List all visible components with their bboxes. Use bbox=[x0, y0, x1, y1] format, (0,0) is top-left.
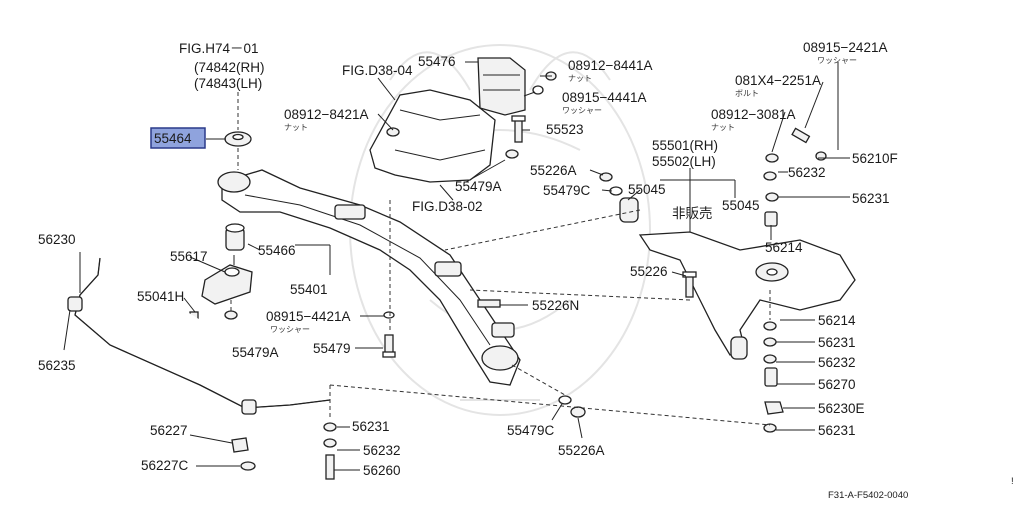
bracket-56227c[interactable] bbox=[240, 461, 256, 471]
label-nut-2: ナット bbox=[284, 123, 308, 132]
label-55523[interactable]: 55523 bbox=[546, 122, 584, 137]
label-56214-top[interactable]: 56214 bbox=[765, 240, 803, 255]
label-fig-d38-02[interactable]: FIG.D38-02 bbox=[412, 199, 483, 214]
label-08912-8421a[interactable]: 08912−8421A bbox=[284, 107, 368, 122]
label-washer-2: ワッシャー bbox=[817, 56, 857, 65]
label-08915-4441a[interactable]: 08915−4441A bbox=[562, 90, 646, 105]
nut-55226a-bottom[interactable] bbox=[570, 406, 586, 418]
label-55479[interactable]: 55479 bbox=[313, 341, 351, 356]
label-08915-4421a[interactable]: 08915−4421A bbox=[266, 309, 350, 324]
leader-lines bbox=[63, 61, 850, 471]
washer-08915-4421a[interactable] bbox=[383, 311, 395, 319]
label-56260[interactable]: 56260 bbox=[363, 463, 401, 478]
differential-housing bbox=[369, 89, 496, 183]
label-74843[interactable]: (74843(LH) bbox=[194, 76, 262, 91]
label-55045-left[interactable]: 55045 bbox=[628, 182, 666, 197]
bushing-55045-left[interactable] bbox=[619, 197, 639, 223]
label-55479a-top[interactable]: 55479A bbox=[455, 179, 502, 194]
bolt-55226[interactable] bbox=[682, 271, 697, 298]
label-55226[interactable]: 55226 bbox=[630, 264, 668, 279]
label-56232-mid[interactable]: 56232 bbox=[818, 355, 856, 370]
label-56230e[interactable]: 56230E bbox=[818, 401, 865, 416]
bracket-56227[interactable] bbox=[231, 437, 249, 453]
label-55502[interactable]: 55502(LH) bbox=[652, 154, 716, 169]
edge-mark: ! bbox=[1011, 476, 1014, 487]
label-washer-1: ワッシャー bbox=[562, 106, 602, 115]
label-56227c[interactable]: 56227C bbox=[141, 458, 189, 473]
label-56231-mid[interactable]: 56231 bbox=[818, 335, 856, 350]
label-55479c-top[interactable]: 55479C bbox=[543, 183, 591, 198]
part-labels: FIG.H74－01 (74842(RH) (74843(LH) 55464 F… bbox=[38, 40, 1014, 501]
label-56235[interactable]: 56235 bbox=[38, 358, 76, 373]
washer-55479c-bottom[interactable] bbox=[558, 395, 572, 405]
label-55476[interactable]: 55476 bbox=[418, 54, 456, 69]
label-08912-8441a[interactable]: 08912−8441A bbox=[568, 58, 652, 73]
label-56210f[interactable]: 56210F bbox=[852, 151, 898, 166]
link-parts-left[interactable] bbox=[323, 422, 337, 480]
stabilizer-bar-56230[interactable] bbox=[67, 257, 331, 415]
label-55617[interactable]: 55617 bbox=[170, 249, 208, 264]
label-bolt-1: ボルト bbox=[735, 89, 759, 98]
label-56231-top[interactable]: 56231 bbox=[852, 191, 890, 206]
label-55401[interactable]: 55401 bbox=[290, 282, 328, 297]
bolt-55479[interactable] bbox=[382, 334, 396, 358]
crossmember-55401[interactable] bbox=[217, 169, 521, 386]
bracket-55617[interactable] bbox=[201, 264, 253, 305]
nut-55479a-top[interactable] bbox=[505, 149, 519, 159]
label-nut-1: ナット bbox=[568, 74, 592, 83]
label-55226n[interactable]: 55226N bbox=[532, 298, 579, 313]
bolt-55523[interactable] bbox=[511, 115, 526, 143]
label-washer-3: ワッシャー bbox=[270, 325, 310, 334]
bushing-55466[interactable] bbox=[225, 223, 245, 251]
label-74842[interactable]: (74842(RH) bbox=[194, 60, 265, 75]
label-nut-3: ナット bbox=[711, 123, 735, 132]
label-55041h[interactable]: 55041H bbox=[137, 289, 184, 304]
diagram-code: F31-A-F5402-0040 bbox=[828, 490, 908, 501]
label-fig-d38-04[interactable]: FIG.D38-04 bbox=[342, 63, 413, 78]
bolt-55226n[interactable] bbox=[477, 299, 501, 308]
label-08915-2421a[interactable]: 08915−2421A bbox=[803, 40, 887, 55]
bushing-55045-right[interactable] bbox=[730, 336, 748, 360]
label-56231-bottom[interactable]: 56231 bbox=[818, 423, 856, 438]
label-fig-h74[interactable]: FIG.H74－01 bbox=[179, 41, 259, 56]
label-55479a-bottom[interactable]: 55479A bbox=[232, 345, 279, 360]
mount-55464[interactable] bbox=[224, 131, 252, 147]
label-56230[interactable]: 56230 bbox=[38, 232, 76, 247]
label-56214-bottom[interactable]: 56214 bbox=[818, 313, 856, 328]
label-55464[interactable]: 55464 bbox=[154, 131, 192, 146]
label-56270[interactable]: 56270 bbox=[818, 377, 856, 392]
label-56232-left[interactable]: 56232 bbox=[363, 443, 401, 458]
label-55501[interactable]: 55501(RH) bbox=[652, 138, 718, 153]
label-hihanbai: 非販売 bbox=[672, 206, 713, 221]
nut-08912-8421a[interactable] bbox=[386, 127, 400, 137]
label-08912-3081a[interactable]: 08912−3081A bbox=[711, 107, 795, 122]
nut-55479a[interactable] bbox=[224, 310, 238, 320]
label-55466[interactable]: 55466 bbox=[258, 243, 296, 258]
mount-55476[interactable] bbox=[477, 57, 526, 116]
label-55226a-top[interactable]: 55226A bbox=[530, 163, 577, 178]
label-081x4-2251a[interactable]: 081X4−2251A bbox=[735, 73, 821, 88]
highlight-box-55464[interactable] bbox=[150, 127, 206, 149]
label-55479c-bottom[interactable]: 55479C bbox=[507, 423, 555, 438]
label-55226a-bottom[interactable]: 55226A bbox=[558, 443, 605, 458]
label-56231-left[interactable]: 56231 bbox=[352, 419, 390, 434]
label-55045-right[interactable]: 55045 bbox=[722, 198, 760, 213]
washer-08915-4441a[interactable] bbox=[532, 85, 544, 95]
label-56232-top[interactable]: 56232 bbox=[788, 165, 826, 180]
label-56227[interactable]: 56227 bbox=[150, 423, 188, 438]
